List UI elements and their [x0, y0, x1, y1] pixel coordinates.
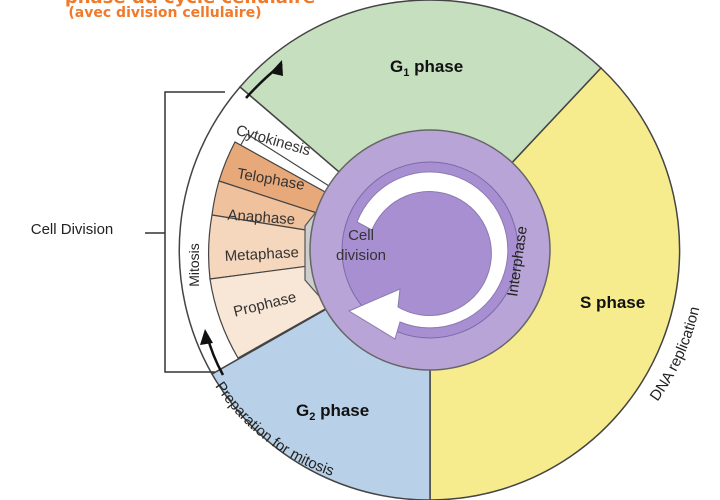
g2-phase-label: G2 phase — [296, 401, 369, 423]
arrow-top-head-icon — [270, 60, 283, 76]
cell-division-bracket-label: Cell Division — [31, 221, 114, 238]
header-title-fragment: phase du cycle cellulaire — [65, 0, 315, 8]
cell-division-bracket — [145, 91, 225, 373]
metaphase-label: Metaphase — [224, 244, 299, 265]
interphase-cycle-arrow — [347, 171, 509, 340]
s-phase-label: S phase — [580, 293, 645, 312]
g1-phase-sector — [238, 0, 603, 252]
cell-division-label-line2: division — [336, 247, 386, 264]
anaphase-label: Anaphase — [227, 207, 296, 229]
arrow-bottom-head-icon — [200, 329, 213, 345]
header-subtitle: (avec division cellulaire) — [68, 5, 261, 21]
s-phase-sector — [429, 66, 681, 500]
cell-division-label-line1: Cell — [348, 227, 374, 244]
mitosis-label: Mitosis — [186, 243, 202, 287]
g1-phase-label: G1 phase — [390, 57, 463, 79]
